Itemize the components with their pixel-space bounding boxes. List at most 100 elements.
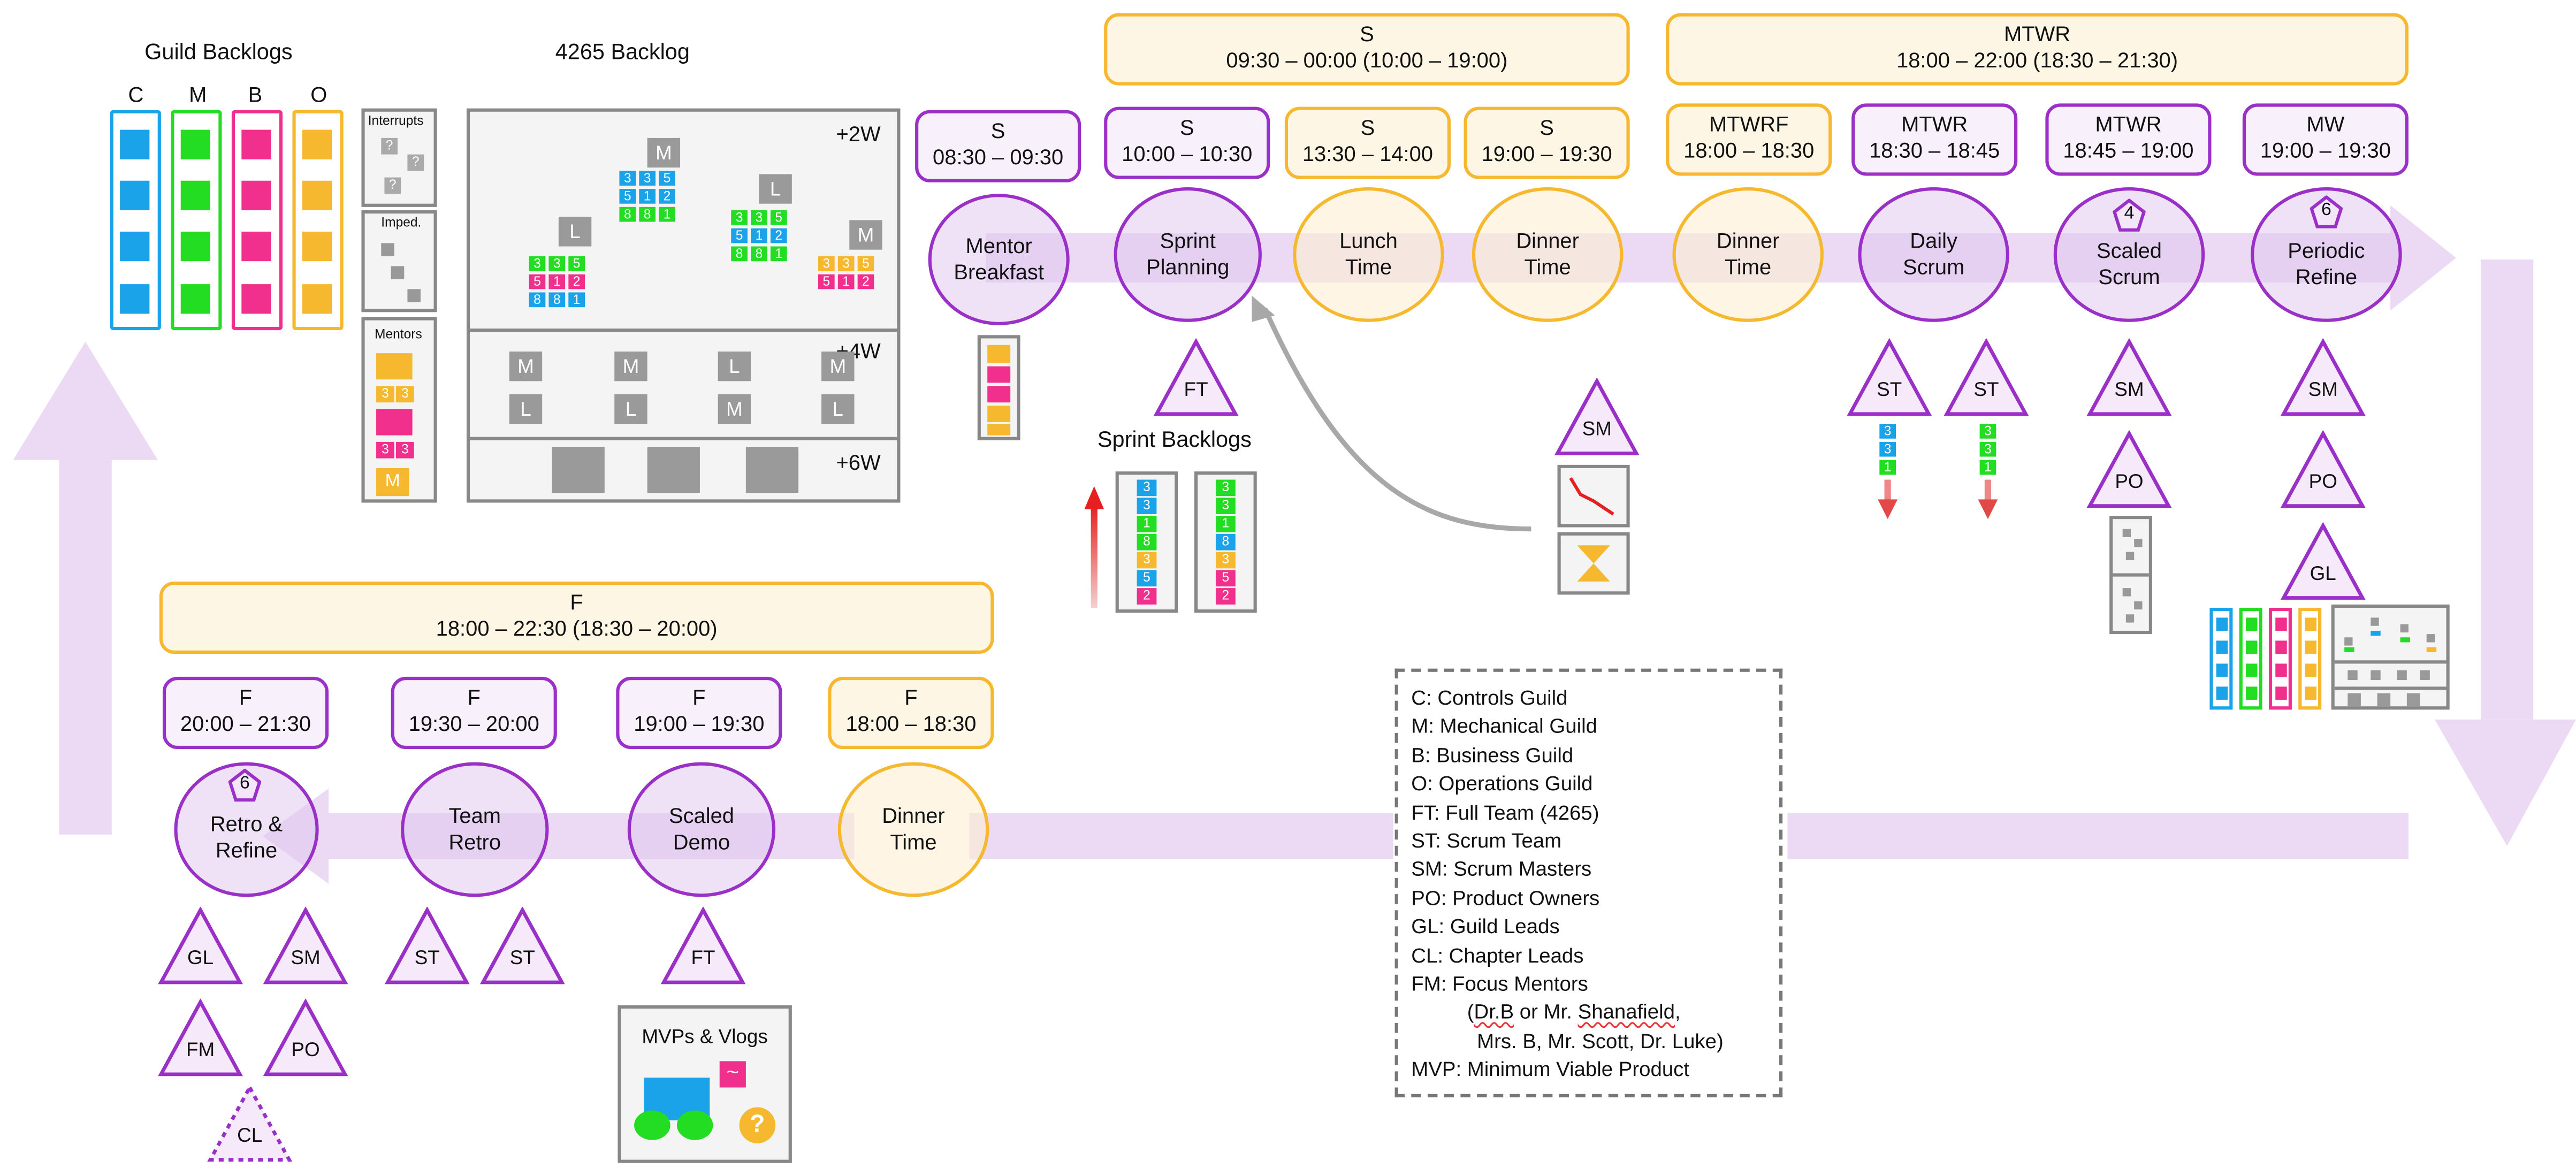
story-point-card: 1 — [568, 292, 585, 308]
po-board-icon — [2109, 516, 2152, 635]
group-time: 09:30 – 00:00 (10:00 – 19:00) — [1226, 48, 1508, 73]
horizon-2w: +2W — [836, 121, 881, 147]
role-triangle-po — [2280, 430, 2366, 508]
role-triangle-sm — [263, 906, 348, 984]
guild-backlogs-title: Guild Backlogs — [144, 39, 293, 64]
story-point-card: 3 — [619, 171, 636, 186]
pentagon-icon — [228, 768, 262, 802]
sprint-task-card: 3 — [1137, 552, 1157, 569]
sprint-task-card: 2 — [1215, 588, 1236, 605]
left-up-arrow — [13, 341, 158, 835]
hourglass-icon — [1557, 532, 1630, 595]
backlog-size-card: M — [821, 352, 855, 381]
group-time: 18:00 – 22:30 (18:30 – 20:00) — [436, 616, 718, 641]
role-label: PO — [291, 1038, 320, 1062]
role-label: FM — [186, 1038, 215, 1062]
guild-letter-c: C — [128, 82, 144, 107]
backlog-size-card: M — [614, 352, 647, 381]
story-point-card: 5 — [659, 171, 675, 186]
bottom-flow-arrow — [263, 788, 2409, 884]
sprint-task-card: 3 — [1215, 479, 1236, 497]
story-point-card: 3 — [751, 210, 767, 225]
group-time: 18:00 – 22:00 (18:30 – 21:30) — [1896, 48, 2178, 73]
guild-letter-b: B — [248, 82, 263, 107]
role-label: SM — [1582, 417, 1612, 440]
story-point-card: 3 — [837, 256, 855, 271]
legend-item: ST: Scrum Team — [1411, 829, 1562, 853]
pentagon-icon — [2310, 195, 2343, 228]
story-point-card: 3 — [548, 256, 566, 271]
role-label: ST — [1973, 378, 1999, 401]
business-guild-column — [231, 110, 283, 331]
operations-guild-column — [292, 110, 344, 331]
group-day: F — [570, 590, 583, 615]
interrupts-label: Interrupts — [368, 113, 424, 128]
backlog-size-card: L — [759, 174, 792, 204]
story-point-card: 8 — [639, 207, 656, 222]
story-point-card: 1 — [659, 207, 675, 222]
role-triangle-ft — [1153, 338, 1239, 416]
backlog-size-card: M — [509, 352, 543, 381]
role-triangle-po — [263, 998, 348, 1077]
legend-item: SM: Scrum Masters — [1411, 858, 1592, 881]
story-point-card: 5 — [818, 274, 835, 289]
story-point-card: 5 — [731, 228, 748, 243]
impediments-label: Imped. — [381, 215, 422, 230]
legend-item: C: Controls Guild — [1411, 686, 1568, 710]
scrum-task-card: 3 — [1979, 424, 1996, 439]
story-point-card: 5 — [857, 256, 874, 271]
legend-fm-detail: (Dr.B or Mr. Shanafield, — [1467, 1001, 1681, 1025]
story-point-card: 1 — [770, 246, 787, 262]
epic-card — [647, 447, 700, 493]
sprint-task-card: 8 — [1137, 533, 1157, 551]
sprint-backlogs-title: Sprint Backlogs — [1097, 427, 1252, 452]
backlog-size-card: M — [718, 394, 751, 424]
interrupt-card: ? — [407, 154, 424, 171]
feedback-arrow — [1262, 308, 1531, 532]
friday-group-header: F 18:00 – 22:30 (18:30 – 20:00) — [159, 581, 994, 654]
sprint-task-card: 8 — [1215, 533, 1236, 551]
story-point-card: 5 — [619, 189, 636, 204]
weekday-group-header: MTWR 18:00 – 22:00 (18:30 – 21:30) — [1666, 13, 2409, 86]
right-down-arrow — [2435, 259, 2576, 846]
story-point-card: 3 — [731, 210, 748, 225]
legend-item: CL: Chapter Leads — [1411, 944, 1584, 967]
periodic-refine-badge: 6 — [2321, 200, 2331, 220]
mentor-card-stack — [977, 335, 1020, 440]
role-label: GL — [187, 946, 214, 969]
role-triangle-ft — [660, 906, 746, 984]
role-triangle-sm — [1554, 378, 1640, 455]
story-point-card: 2 — [659, 189, 675, 204]
sprint-task-card: 1 — [1137, 516, 1157, 532]
story-point-card: 8 — [731, 246, 748, 262]
horizon-6w: +6W — [836, 450, 881, 475]
sprint-task-card: 2 — [1137, 588, 1157, 605]
legend-item: FM: Focus Mentors — [1411, 972, 1588, 996]
sprint-task-card: 5 — [1137, 570, 1157, 587]
backlog-size-card: L — [509, 394, 543, 424]
epic-card — [552, 447, 605, 493]
legend-fm-detail-2: Mrs. B, Mr. Scott, Dr. Luke) — [1477, 1029, 1724, 1053]
controls-guild-column — [110, 110, 161, 331]
mentors-label: Mentors — [375, 326, 422, 342]
role-triangle-gl — [2280, 522, 2366, 600]
story-point-card: 5 — [529, 274, 546, 289]
role-label: SM — [291, 946, 321, 969]
scrum-task-card: 1 — [1979, 460, 1996, 475]
role-label: ST — [1877, 378, 1902, 401]
role-triangle-st — [1847, 338, 1932, 416]
sprint-task-card: 3 — [1215, 498, 1236, 514]
story-point-card: 3 — [529, 256, 546, 271]
pentagon-icon — [2113, 199, 2146, 232]
